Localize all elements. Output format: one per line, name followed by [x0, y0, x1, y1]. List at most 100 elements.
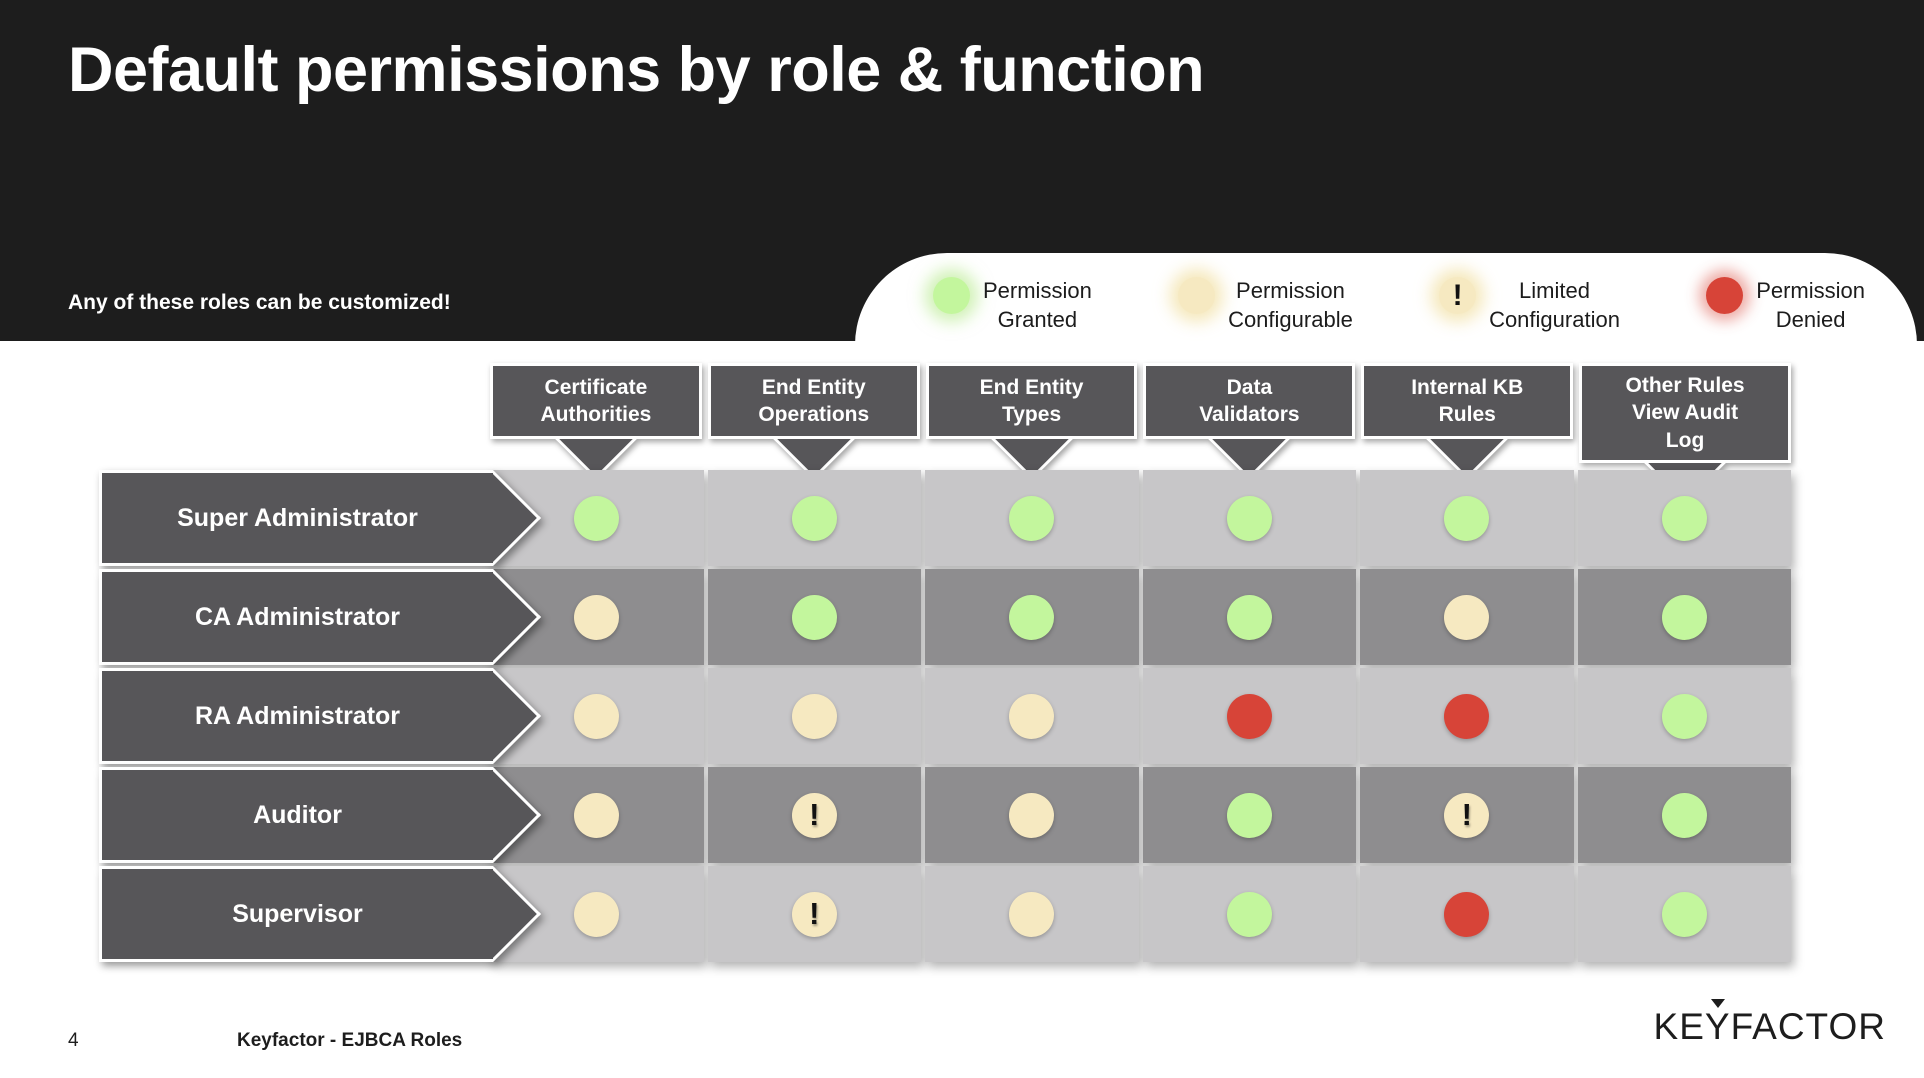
permission-configurable-dot-icon: [1178, 277, 1216, 314]
matrix-row: [490, 470, 1791, 566]
granted-dot-icon: [1226, 891, 1272, 937]
configurable-dot-icon: [574, 594, 620, 640]
permission-cell: [1577, 767, 1791, 863]
permission-cell: [1142, 569, 1356, 665]
configurable-dot-icon: [1009, 891, 1055, 937]
permission-cell: !: [707, 866, 921, 962]
configurable-dot-icon: [1009, 693, 1055, 739]
page-title: Default permissions by role & function: [68, 35, 1205, 105]
denied-dot-icon: [1226, 693, 1272, 739]
permission-cell: [925, 767, 1139, 863]
permission-cell: [707, 470, 921, 566]
configurable-dot-icon: [574, 693, 620, 739]
row-label-super-administrator: Super Administrator: [99, 469, 542, 567]
customization-note: Any of these roles can be customized!: [68, 291, 451, 314]
granted-dot-icon: [1661, 891, 1707, 937]
matrix: !!!: [490, 470, 1791, 965]
legend-label-denied: Permission Denied: [1756, 278, 1865, 332]
logo-letter-y: Y: [1705, 999, 1731, 1048]
granted-dot-icon: [1444, 495, 1490, 541]
matrix-row: [490, 668, 1791, 764]
row-label-text: Super Administrator: [99, 470, 493, 566]
limited-dot-icon: !: [1444, 792, 1490, 838]
permission-cell: [1142, 470, 1356, 566]
matrix-row: !: [490, 866, 1791, 962]
granted-dot-icon: [791, 594, 837, 640]
column-header: Other Rules View Audit Log: [1579, 363, 1791, 505]
permission-cell: [1577, 470, 1791, 566]
limited-dot-icon: !: [791, 792, 837, 838]
permission-cell: [1360, 470, 1574, 566]
granted-dot-icon: [1661, 594, 1707, 640]
column-header-label: Certificate Authorities: [490, 363, 702, 439]
row-label-ra-administrator: RA Administrator: [99, 667, 542, 765]
permission-cell: [1360, 866, 1574, 962]
permission-denied-dot-icon: [1706, 277, 1744, 314]
row-label-supervisor: Supervisor: [99, 865, 542, 963]
configurable-dot-icon: [1444, 594, 1490, 640]
row-label-ca-administrator: CA Administrator: [99, 568, 542, 666]
permission-cell: !: [707, 767, 921, 863]
column-header-label: Internal KB Rules: [1361, 363, 1574, 439]
granted-dot-icon: [1226, 495, 1272, 541]
column-header: End Entity Operations: [707, 363, 920, 481]
limited-dot-icon: !: [791, 891, 837, 937]
logo-text-pre: KE: [1653, 1006, 1705, 1047]
permission-cell: !: [1360, 767, 1574, 863]
permission-cell: [1142, 866, 1356, 962]
permission-cell: [1360, 668, 1574, 764]
configurable-dot-icon: [791, 693, 837, 739]
permission-cell: [707, 668, 921, 764]
permission-cell: [925, 569, 1139, 665]
row-label-text: RA Administrator: [99, 668, 493, 764]
permission-cell: [707, 569, 921, 665]
footer-label: Keyfactor - EJBCA Roles: [237, 1030, 463, 1051]
granted-dot-icon: [1661, 495, 1707, 541]
legend-label-limited: Limited Configuration: [1489, 278, 1620, 332]
granted-dot-icon: [1226, 792, 1272, 838]
granted-dot-icon: [1226, 594, 1272, 640]
permission-cell: [1360, 569, 1574, 665]
denied-dot-icon: [1444, 891, 1490, 937]
legend-item-denied: Permission Denied: [1706, 277, 1865, 334]
matrix-row: [490, 569, 1791, 665]
permission-cell: [1577, 866, 1791, 962]
permission-cell: [925, 668, 1139, 764]
legend-items: Permission Granted Permission Configurab…: [933, 277, 1865, 334]
column-header: Internal KB Rules: [1361, 363, 1574, 481]
permission-granted-dot-icon: [933, 277, 970, 314]
configurable-dot-icon: [574, 891, 620, 937]
legend-label-configurable: Permission Configurable: [1228, 278, 1353, 332]
granted-dot-icon: [1009, 495, 1055, 541]
column-header-label: End Entity Types: [925, 363, 1138, 439]
row-label-auditor: Auditor: [99, 766, 542, 864]
permission-cell: [925, 470, 1139, 566]
configurable-dot-icon: [1009, 792, 1055, 838]
page-number: 4: [68, 1030, 79, 1051]
row-label-text: Supervisor: [99, 866, 493, 962]
limited-configuration-dot-icon: !: [1439, 277, 1477, 314]
granted-dot-icon: [791, 495, 837, 541]
granted-dot-icon: [1661, 693, 1707, 739]
granted-dot-icon: [1661, 792, 1707, 838]
granted-dot-icon: [574, 495, 620, 541]
permission-cell: [925, 866, 1139, 962]
denied-dot-icon: [1444, 693, 1490, 739]
legend-item-granted: Permission Granted: [933, 277, 1092, 334]
permission-cell: [490, 569, 704, 665]
legend-item-limited: ! Limited Configuration: [1439, 277, 1620, 334]
logo-triangle-icon: [1710, 999, 1725, 1008]
configurable-dot-icon: [574, 792, 620, 838]
permission-cell: [1577, 569, 1791, 665]
column-header: Certificate Authorities: [490, 363, 702, 481]
permission-cell: [1142, 668, 1356, 764]
matrix-row: !!: [490, 767, 1791, 863]
column-header: Data Validators: [1143, 363, 1356, 481]
legend-item-configurable: Permission Configurable: [1178, 277, 1353, 334]
logo-text-post: FACTOR: [1730, 1006, 1886, 1047]
legend-label-granted: Permission Granted: [983, 278, 1092, 332]
